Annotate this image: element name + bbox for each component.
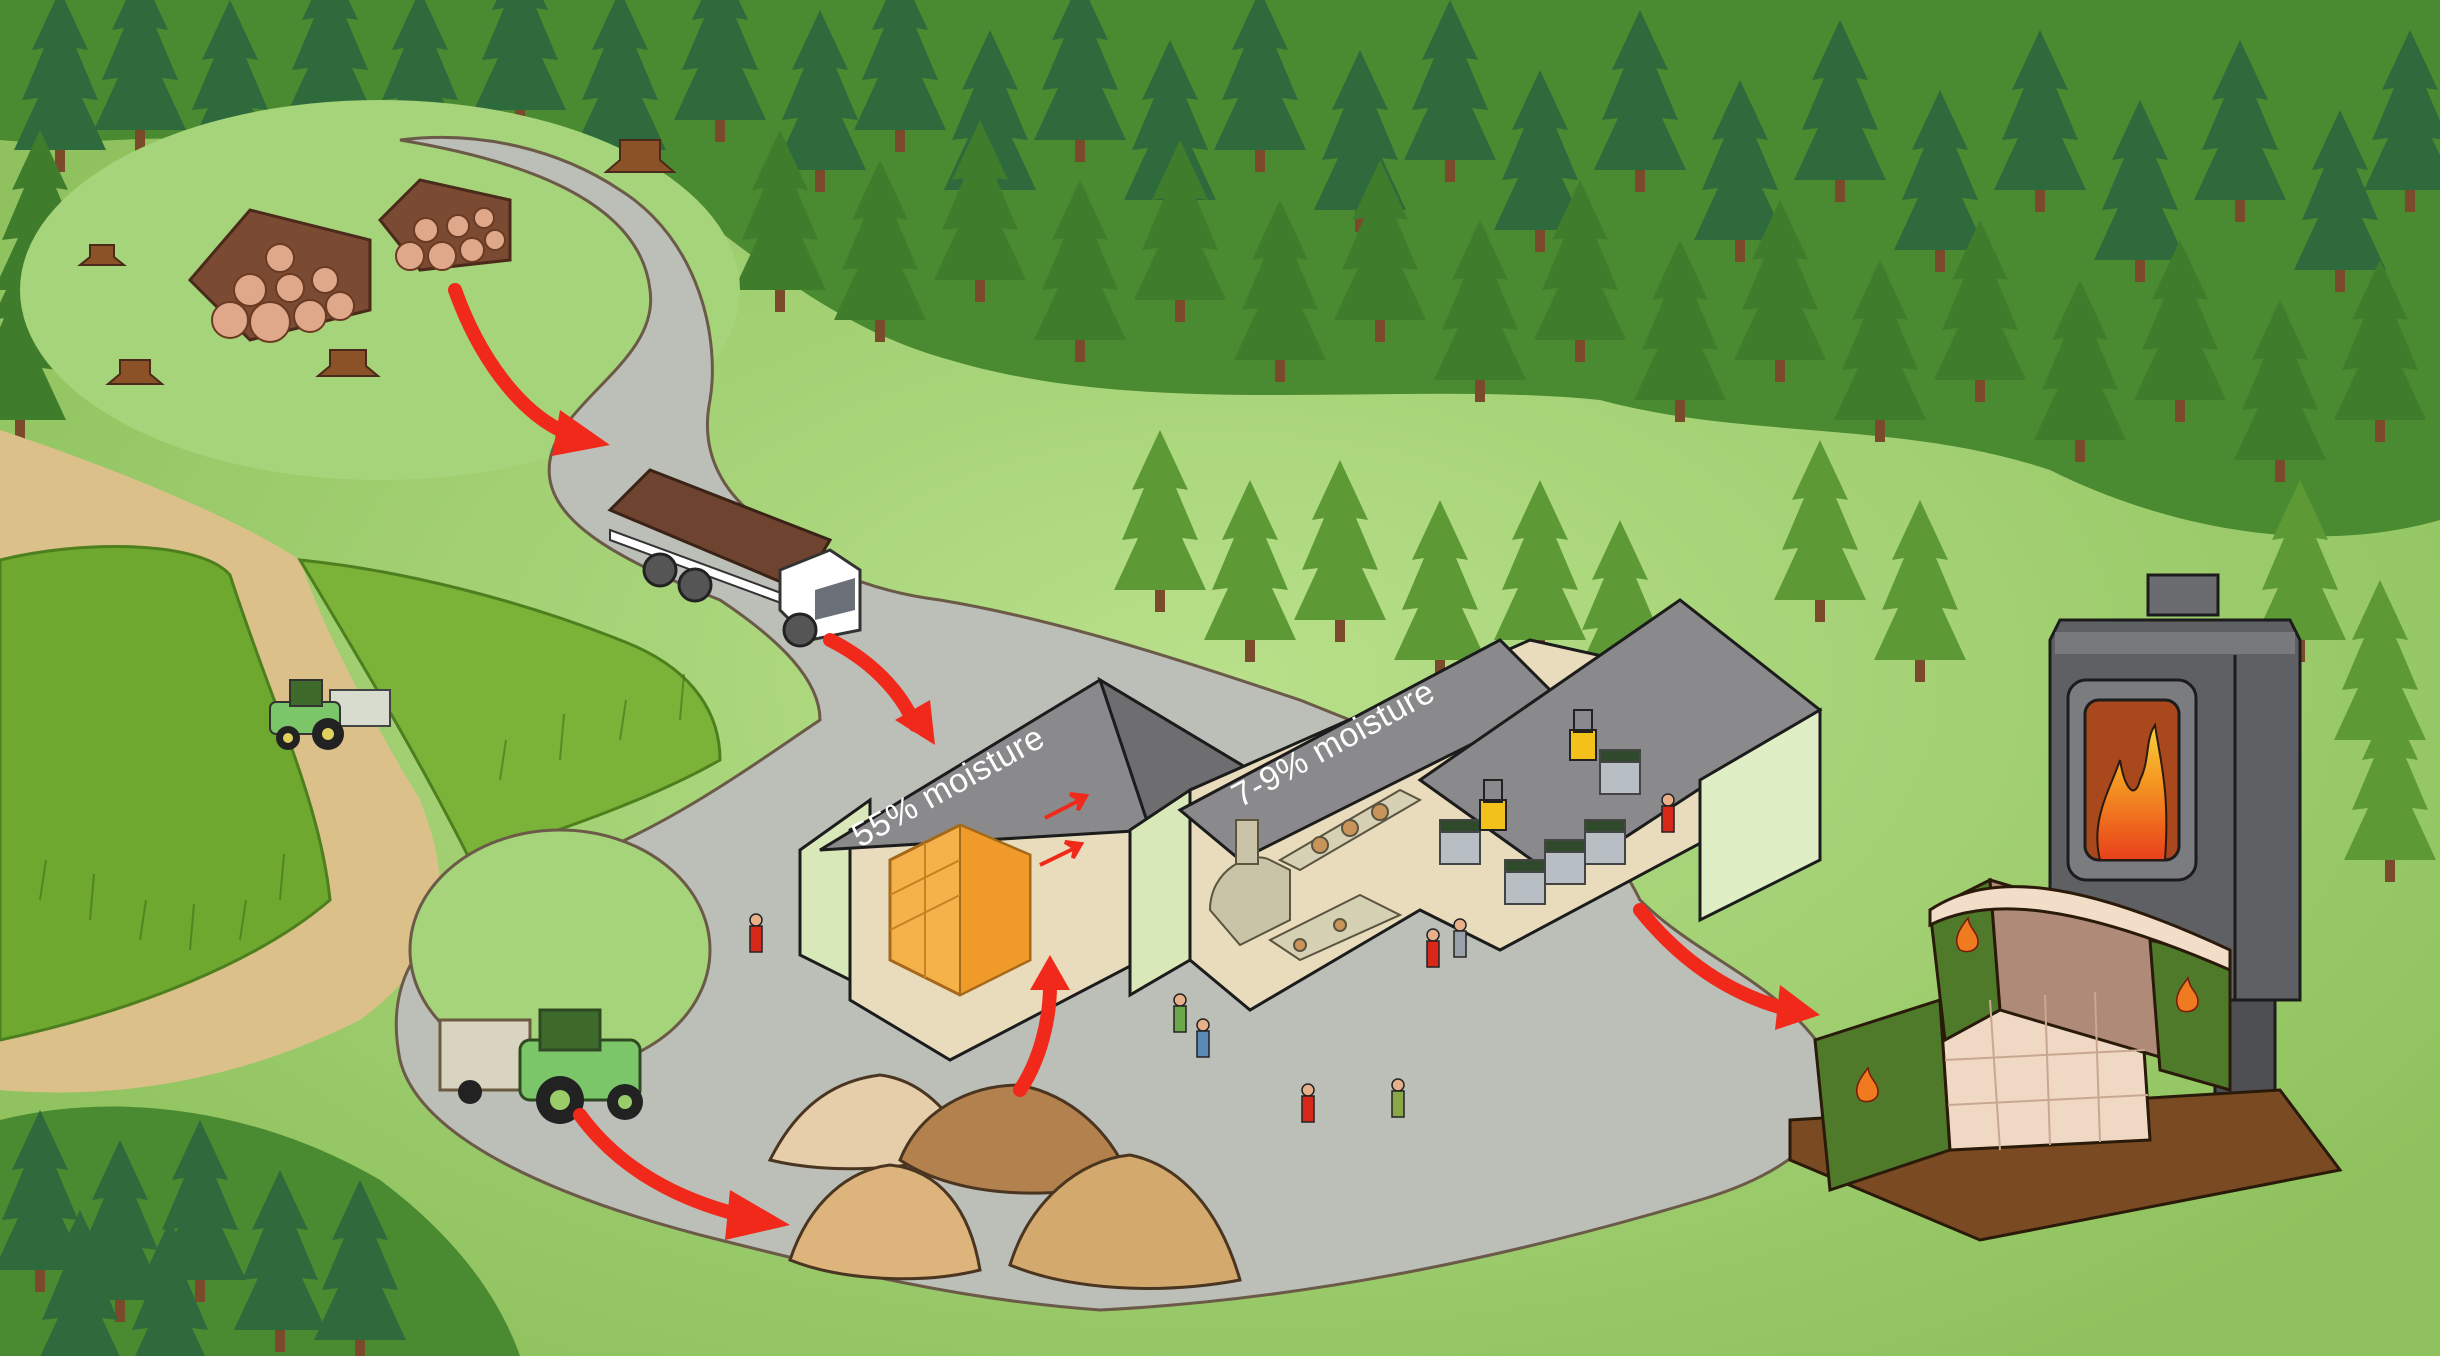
briquette-packs bbox=[1813, 877, 2232, 1193]
briquette-pallets bbox=[1439, 749, 1641, 905]
log-pile-small bbox=[377, 178, 512, 272]
arrow-press-to-stove bbox=[1633, 903, 1797, 1017]
forest-upper bbox=[0, 0, 2440, 882]
arrow-logs-to-truck bbox=[448, 283, 567, 437]
crop-fields bbox=[0, 544, 722, 1042]
wood-chip-piles bbox=[767, 1073, 1242, 1290]
arrow-heads bbox=[552, 410, 1820, 1240]
log-pile-large bbox=[187, 208, 372, 343]
dryer-building: 55% moisture bbox=[798, 676, 1253, 1062]
harvester-tractor bbox=[269, 679, 391, 750]
tractor-trailer bbox=[438, 1008, 643, 1124]
forest-lower-left bbox=[0, 1106, 520, 1356]
arrow-chips-to-dryer bbox=[1013, 978, 1057, 1097]
workers bbox=[749, 793, 1675, 1123]
dryer-machine bbox=[888, 823, 1032, 997]
airflow-arrows bbox=[1039, 792, 1090, 867]
arrow-tractor-to-chips bbox=[573, 1108, 747, 1222]
tree-stumps bbox=[77, 139, 677, 385]
forklifts bbox=[1479, 709, 1597, 831]
log-truck bbox=[607, 468, 862, 648]
fire-icon bbox=[2096, 722, 2168, 861]
forest-clearing bbox=[20, 100, 740, 480]
press-machinery bbox=[1208, 788, 1423, 962]
flame-logo-icons bbox=[1856, 916, 2199, 1103]
